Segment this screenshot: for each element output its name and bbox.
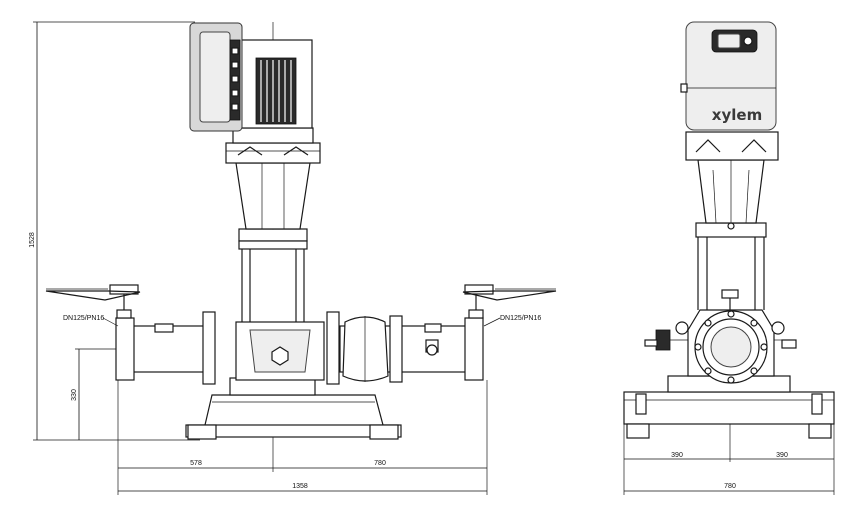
- dimension-label-780-front: 780: [724, 483, 736, 490]
- front-pump-casing: [687, 309, 775, 384]
- front-motor-stool: [685, 131, 779, 224]
- drive-unit: [189, 22, 243, 132]
- dimension-label-780-side: 780: [374, 460, 386, 467]
- motor: [189, 22, 314, 144]
- front-base-frame: [623, 375, 835, 439]
- discharge-pipe: [115, 311, 484, 385]
- dimension-label-1528: 1528: [29, 232, 36, 248]
- flange-label-right: DN125/PN16: [500, 315, 541, 322]
- side-view: 1528 330 578 780 1358: [29, 21, 557, 495]
- front-drive-unit: xylem: [680, 21, 777, 131]
- dimension-label-578: 578: [190, 460, 202, 467]
- front-dimensions: 390 390 780: [624, 452, 834, 492]
- motor-cooling-fins: [255, 57, 297, 125]
- flange-label-left: DN125/PN16: [63, 315, 104, 322]
- pump-housing: [235, 321, 325, 381]
- dimension-label-1358: 1358: [292, 483, 308, 490]
- base-frame: [185, 377, 402, 440]
- motor-stool: [225, 142, 321, 230]
- dimension-label-390-left: 390: [671, 452, 683, 459]
- dimension-label-330: 330: [71, 389, 78, 401]
- shutoff-valve-right: [462, 284, 557, 319]
- front-view: 390 390 780: [623, 21, 835, 495]
- dimension-horizontal: 578 780 1358: [117, 380, 488, 495]
- pressure-gauges: [644, 321, 797, 351]
- front-valve-handle: [721, 289, 739, 312]
- shutoff-valve-left: [45, 284, 141, 319]
- dimension-pipe-axis-height: 330: [71, 348, 118, 440]
- dimension-total-height: 1528: [29, 21, 200, 441]
- dimension-label-390-right: 390: [776, 452, 788, 459]
- pump-column: [238, 222, 308, 322]
- brand-logo-text: xylem: [712, 106, 762, 124]
